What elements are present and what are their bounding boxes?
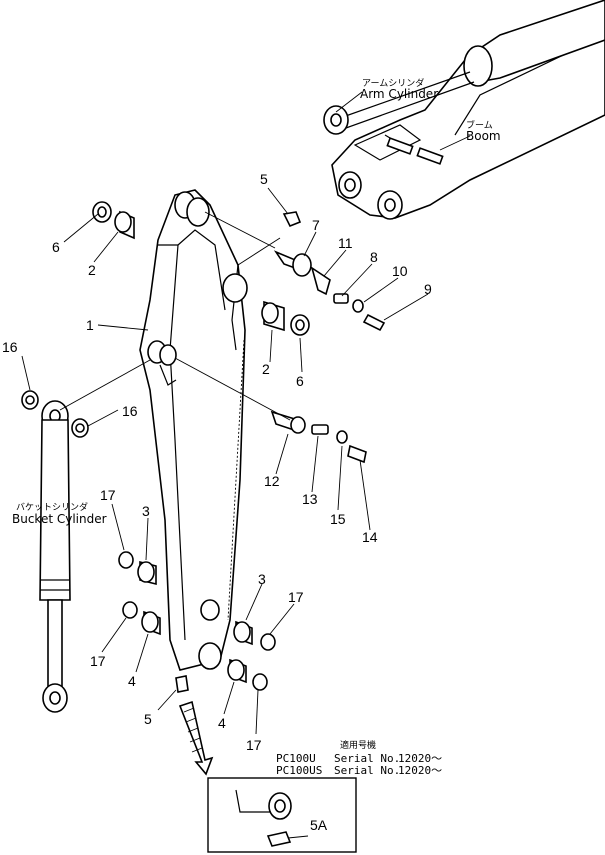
arm-body — [139, 189, 248, 671]
callout-4: 4 — [128, 673, 136, 689]
serial-row1-label: Serial No. — [334, 752, 400, 765]
callout-16: 16 — [122, 403, 138, 419]
callout-17: 17 — [246, 737, 262, 753]
callout-13: 13 — [302, 491, 318, 507]
serial-row1-model: PC100U — [276, 752, 316, 765]
small-parts — [21, 201, 386, 693]
bucket-cylinder-label: Bucket Cylinder — [12, 512, 107, 526]
arm-cylinder — [323, 0, 605, 135]
callout-6: 6 — [296, 373, 304, 389]
callout-4: 4 — [218, 715, 226, 731]
leader-lines — [21, 91, 471, 839]
callout-7: 7 — [312, 217, 320, 233]
serial-applicability: 適用号機 PC100U Serial No. 12020～ PC100US Se… — [276, 739, 442, 777]
callout-17: 17 — [100, 487, 116, 503]
callout-3: 3 — [258, 571, 266, 587]
callout-15: 15 — [330, 511, 346, 527]
callout-5a: 5A — [310, 817, 328, 833]
serial-header: 適用号機 — [340, 739, 376, 751]
bucket-cylinder — [39, 400, 71, 713]
callout-2: 2 — [262, 361, 270, 377]
callout-17: 17 — [90, 653, 106, 669]
serial-row2-label: Serial No. — [334, 764, 400, 777]
callout-10: 10 — [392, 263, 408, 279]
callout-5: 5 — [144, 711, 152, 727]
callout-1: 1 — [86, 317, 94, 333]
callout-3: 3 — [142, 503, 150, 519]
callout-17: 17 — [288, 589, 304, 605]
callout-9: 9 — [424, 281, 432, 297]
detail-inset — [207, 777, 357, 853]
boom-label-jp: ブーム — [466, 119, 493, 131]
serial-row2-model: PC100US — [276, 764, 322, 777]
serial-row2-value: 12020～ — [398, 764, 442, 777]
callout-8: 8 — [370, 249, 378, 265]
callout-11: 11 — [338, 235, 353, 251]
callout-14: 14 — [362, 529, 378, 545]
callout-6: 6 — [52, 239, 60, 255]
bucket-cylinder-label-jp: バケットシリンダ — [16, 501, 88, 513]
detail-arrow — [178, 700, 214, 776]
arm-cylinder-label-jp: アームシリンダ — [362, 77, 424, 89]
callout-16: 16 — [2, 339, 18, 355]
callout-2: 2 — [88, 262, 96, 278]
callout-12: 12 — [264, 473, 280, 489]
serial-row1-value: 12020～ — [398, 752, 442, 765]
callout-5: 5 — [260, 171, 268, 187]
boom-label: Boom — [466, 129, 501, 143]
arm-cylinder-label: Arm Cylinder — [360, 87, 438, 101]
